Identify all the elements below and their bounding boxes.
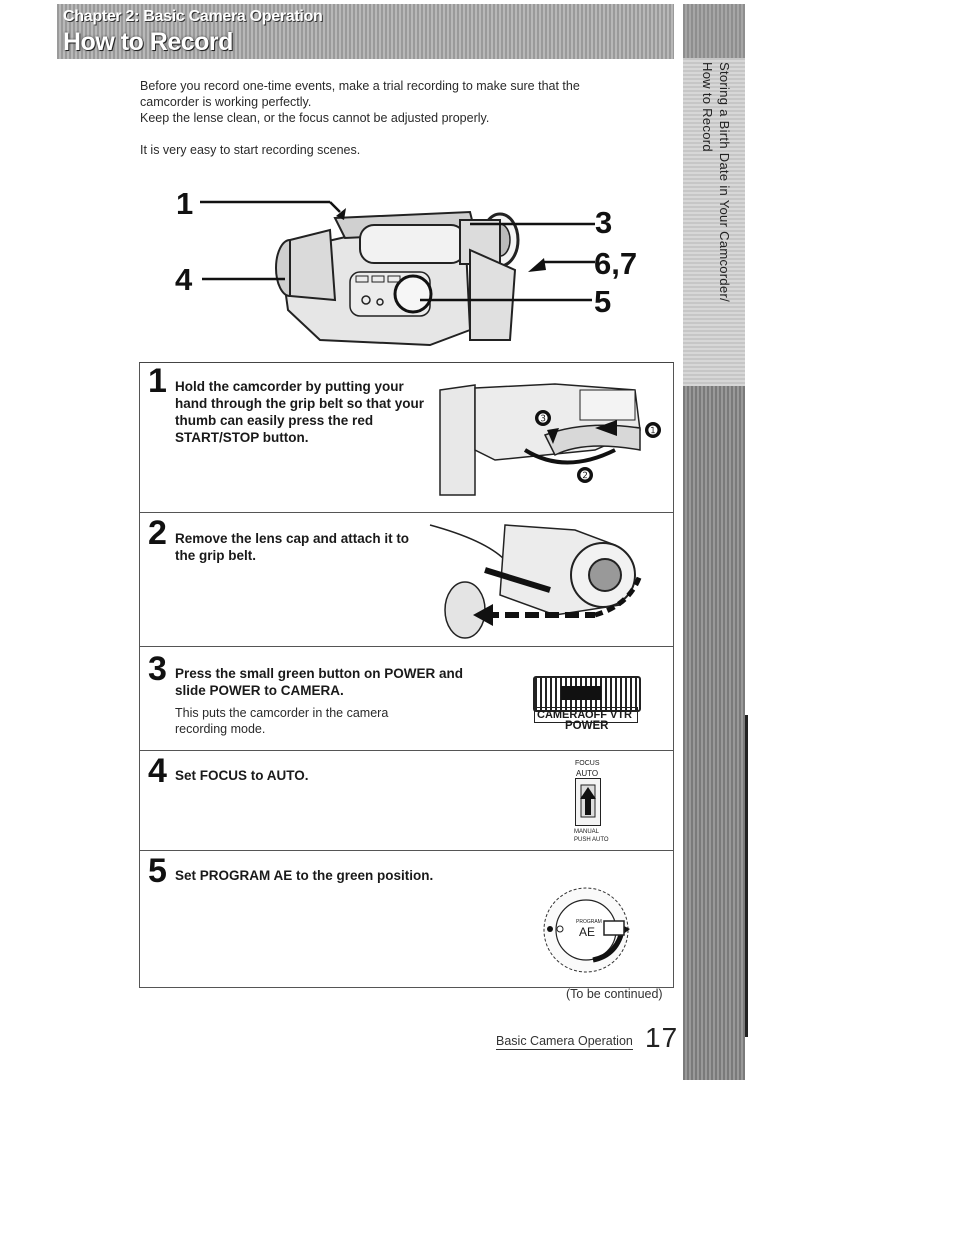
step-4-text: Set FOCUS to AUTO. [175,768,309,783]
step-divider [139,512,674,513]
chapter-header: Chapter 2: Basic Camera Operation How to… [57,4,674,59]
focus-switch [575,778,601,826]
side-tab-label-line2: How to Record [700,62,715,152]
step-divider [139,750,674,751]
side-tab [683,4,745,386]
callout-5: 5 [594,284,612,319]
lens-cap-illustration [429,524,643,639]
intro-paragraph-1: Before you record one-time events, make … [140,79,580,109]
camcorder-illustration [200,200,595,347]
footer-section-name: Basic Camera Operation [496,1034,633,1050]
intro-paragraph-3: It is very easy to start recording scene… [140,143,361,157]
power-switch [533,676,641,712]
step-5-number: 5 [148,852,167,890]
step-3-number: 3 [148,650,167,688]
focus-label-manual: MANUAL [574,829,600,835]
step-3-text: Press the small green button on POWER an… [175,666,464,698]
step-1-marker-3: ➌ [538,412,548,425]
power-label-vtr: VTR [610,709,632,721]
focus-label: FOCUS [575,760,600,767]
page-edge-line [745,715,748,1037]
step-1-number: 1 [148,362,167,400]
callout-1: 1 [176,186,194,221]
up-arrow-icon [580,784,596,818]
intro-paragraph-2: Keep the lense clean, or the focus canno… [140,111,490,125]
power-switch-labels: CAMERA OFF VTR [534,707,638,723]
step-3-note: This puts the camcorder in the camera re… [175,706,389,736]
power-switch-slider [561,686,601,700]
grip-belt-illustration: ➌ ➊ ➋ [439,383,661,496]
program-label-ae: AE [579,925,596,939]
side-tab-lower [683,386,745,1080]
page-title: How to Record [63,28,233,56]
step-2-number: 2 [148,514,167,552]
step-2-text: Remove the lens cap and attach it to the… [175,531,410,563]
callout-3: 3 [595,205,613,240]
callout-4: 4 [175,262,193,297]
program-label-small: PROGRAM [576,919,602,925]
page-number: 17 [645,1022,679,1053]
callout-6-7: 6,7 [594,246,638,281]
side-tab-label-line1: Storing a Birth Date in Your Camcorder/ [717,62,732,303]
continued-note: (To be continued) [566,987,663,1001]
step-1-text: Hold the camcorder by putting your hand … [175,379,424,445]
step-1-marker-1: ➊ [648,424,658,437]
step-1-marker-2: ➋ [580,469,590,482]
power-caption: POWER [565,720,609,732]
power-label-off: OFF [585,709,607,721]
step-divider [139,850,674,851]
focus-label-push: PUSH AUTO [574,837,609,843]
program-ae-dial [543,887,630,973]
step-5-text: Set PROGRAM AE to the green position. [175,868,434,883]
step-4-number: 4 [148,752,167,790]
power-label-camera: CAMERA [537,709,586,721]
step-divider [139,646,674,647]
chapter-label: Chapter 2: Basic Camera Operation [63,8,323,25]
side-tab-header-block [683,4,745,58]
focus-label-auto: AUTO [576,769,599,778]
steps-table [139,362,674,988]
